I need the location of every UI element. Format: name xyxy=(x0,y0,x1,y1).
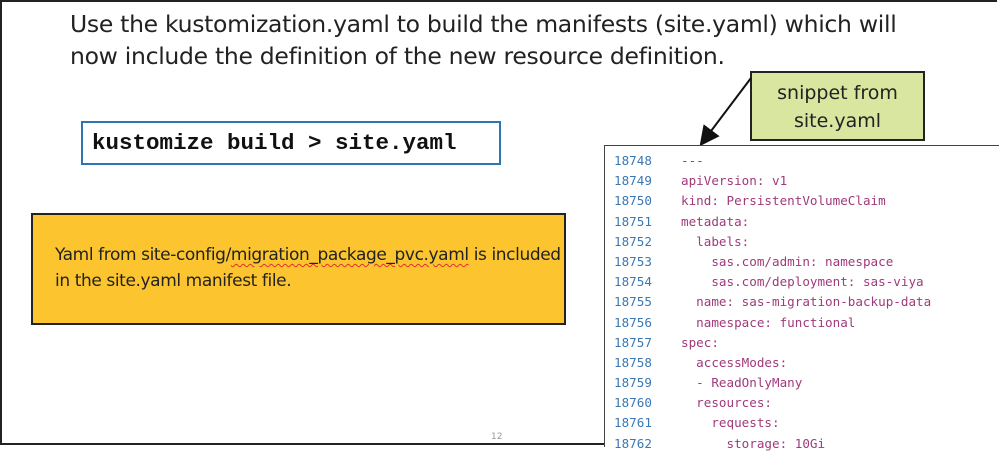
line-number: 18748 xyxy=(614,153,652,168)
line-number: 18759 xyxy=(614,375,652,391)
line-number: 18751 xyxy=(614,213,652,229)
code-line: 18754 sas.com/deployment: sas-viya xyxy=(605,272,999,292)
code-text: sas.com/admin: namespace xyxy=(681,253,894,269)
code-text: resources: xyxy=(681,395,772,411)
line-number: 18756 xyxy=(614,314,652,330)
code-text: storage: 10Gi xyxy=(681,435,826,451)
snippet-callout: snippet from site.yaml xyxy=(750,71,925,141)
code-line: 18748 --- xyxy=(605,151,999,171)
code-line: 18752 labels: xyxy=(605,232,999,252)
code-text: kind: PersistentVolumeClaim xyxy=(681,193,886,209)
code-text: metadata: xyxy=(681,213,750,229)
line-number: 18762 xyxy=(614,435,652,451)
line-number: 18753 xyxy=(614,253,652,269)
line-number: 18758 xyxy=(614,354,652,370)
note-suffix: is included in the site.yaml manifest fi… xyxy=(55,245,561,291)
slide-frame xyxy=(0,0,997,445)
code-text: accessModes: xyxy=(681,354,788,370)
code-line: 18750 kind: PersistentVolumeClaim xyxy=(605,191,999,211)
code-line: 18758 accessModes: xyxy=(605,353,999,373)
code-line: 18757 spec: xyxy=(605,333,999,353)
line-number: 18752 xyxy=(614,233,652,249)
code-text: sas.com/deployment: sas-viya xyxy=(681,274,924,290)
code-line: 18761 requests: xyxy=(605,413,999,433)
code-snippet-panel: 18748 --- 18749 apiVersion: v1 18750 kind: Pe… xyxy=(604,145,999,451)
code-line: 18753 sas.com/admin: namespace xyxy=(605,252,999,272)
code-text: requests: xyxy=(681,415,780,431)
code-line: 18749 apiVersion: v1 xyxy=(605,171,999,191)
note-filename: migration_package_pvc.yaml xyxy=(230,245,469,265)
line-number: 18761 xyxy=(614,415,652,431)
code-text: name: sas-migration-backup-data xyxy=(681,294,932,310)
note-box: Yaml from site-config/migration_package_… xyxy=(31,213,566,325)
page-number: 12 xyxy=(491,432,503,442)
line-number: 18754 xyxy=(614,274,652,290)
command-text: kustomize build > site.yaml xyxy=(92,130,457,156)
line-number: 18750 xyxy=(614,193,652,209)
code-text: - ReadOnlyMany xyxy=(681,375,803,391)
command-box: kustomize build > site.yaml xyxy=(81,121,501,165)
code-text: spec: xyxy=(681,334,719,350)
code-line: 18759 - ReadOnlyMany xyxy=(605,373,999,393)
code-text: labels: xyxy=(681,233,750,249)
code-text: apiVersion: v1 xyxy=(681,173,788,189)
code-text: --- xyxy=(681,153,704,168)
note-prefix: Yaml from site-config/ xyxy=(55,245,231,265)
code-line: 18762 storage: 10Gi xyxy=(605,434,999,454)
code-line: 18751 metadata: xyxy=(605,212,999,232)
code-line: 18756 namespace: functional xyxy=(605,313,999,333)
line-number: 18757 xyxy=(614,334,652,350)
line-number: 18749 xyxy=(614,173,652,189)
line-number: 18755 xyxy=(614,294,652,310)
slide-heading: Use the kustomization.yaml to build the … xyxy=(70,10,897,70)
code-line: 18755 name: sas-migration-backup-data xyxy=(605,292,999,312)
line-number: 18760 xyxy=(614,395,652,411)
code-line: 18760 resources: xyxy=(605,393,999,413)
code-text: namespace: functional xyxy=(681,314,856,330)
